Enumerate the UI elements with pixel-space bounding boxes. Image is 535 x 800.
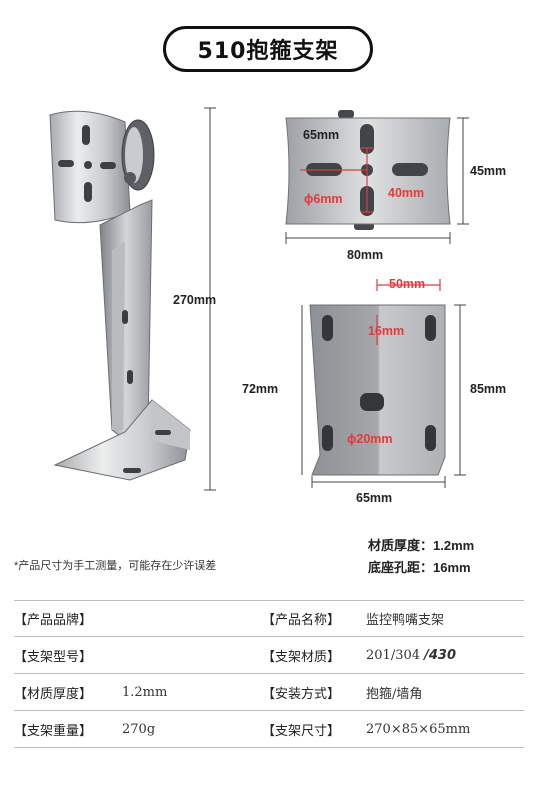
base-hole-label: ϕ20mm xyxy=(347,432,393,446)
table-key: 【支架型号】 xyxy=(14,649,93,665)
page-title: 510抱箍支架 xyxy=(163,26,373,72)
bracket-side-illustration xyxy=(49,110,191,481)
base-slot-span-label: 50mm xyxy=(389,277,426,291)
table-key: 【安装方式】 xyxy=(262,686,341,702)
measurement-note: *产品尺寸为手工测量，可能存在少许误差 xyxy=(14,560,217,572)
table-value: 抱箍/墙角 xyxy=(366,686,423,702)
top-slot-span-label: 65mm xyxy=(303,128,340,142)
table-value: 监控鸭嘴支架 xyxy=(366,613,445,628)
spec-hole-spacing: 底座孔距：16mm xyxy=(368,560,471,575)
top-width-label: 80mm xyxy=(347,248,384,262)
table-value: 270×85×65mm xyxy=(366,721,471,737)
table-row: 【支架型号】 【支架材质】 201/304 /430 xyxy=(14,637,524,674)
base-right-height-label: 85mm xyxy=(470,382,507,396)
height-dimension-line xyxy=(204,107,216,491)
base-plate-diagram xyxy=(301,279,466,488)
table-value: 1.2mm xyxy=(122,684,168,700)
spec-table: 【产品品牌】 【产品名称】 监控鸭嘴支架 【支架型号】 【支架材质】 201/3… xyxy=(14,600,524,748)
table-key: 【产品名称】 xyxy=(262,613,341,628)
top-hole-label: ϕ6mm xyxy=(304,192,343,206)
top-slot-length-label: 40mm xyxy=(388,186,425,200)
base-left-height-label: 72mm xyxy=(242,382,279,396)
table-row: 【材质厚度】 1.2mm 【安装方式】 抱箍/墙角 xyxy=(14,674,524,711)
table-value: 270g xyxy=(122,721,156,737)
table-value: 201/304 /430 xyxy=(366,647,457,663)
table-row: 【支架重量】 270g 【支架尺寸】 270×85×65mm xyxy=(14,711,524,748)
table-key: 【支架尺寸】 xyxy=(262,723,341,739)
top-plate-diagram xyxy=(285,110,469,244)
table-key: 【材质厚度】 xyxy=(14,686,93,702)
table-key: 【支架重量】 xyxy=(14,723,93,739)
table-key: 【支架材质】 xyxy=(262,649,341,665)
height-label: 270mm xyxy=(173,293,217,307)
top-height-label: 45mm xyxy=(470,164,507,178)
base-width-label: 65mm xyxy=(356,491,393,505)
table-row: 【产品品牌】 【产品名称】 监控鸭嘴支架 xyxy=(14,600,524,637)
base-slot-length-label: 16mm xyxy=(368,324,405,338)
spec-thickness: 材质厚度：1.2mm xyxy=(368,538,475,553)
table-key: 【产品品牌】 xyxy=(14,613,93,628)
